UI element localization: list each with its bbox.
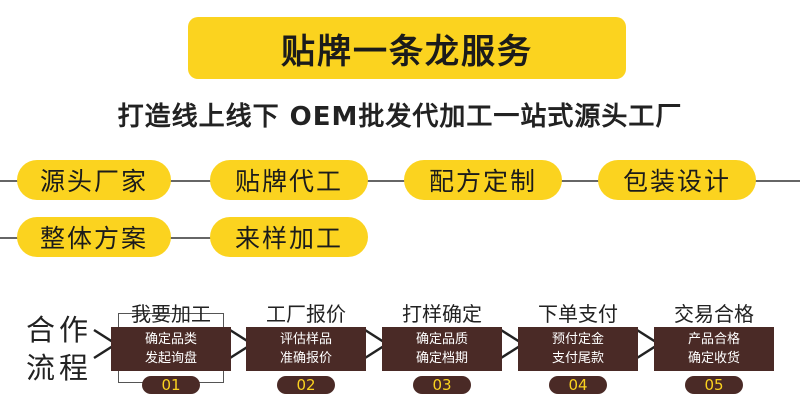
flow-step-2: 工厂报价 评估样品 准确报价 02 bbox=[246, 301, 366, 394]
flow-step-5: 交易合格 产品合格 确定收货 05 bbox=[654, 301, 774, 394]
step-line: 确定品质 bbox=[415, 332, 468, 347]
step-number-badge: 02 bbox=[277, 376, 335, 394]
step-description: 产品合格 确定收货 bbox=[654, 327, 774, 371]
step-title: 下单支付 bbox=[538, 302, 618, 326]
step-title: 工厂报价 bbox=[266, 302, 346, 326]
step-number-badge: 01 bbox=[142, 376, 200, 394]
step-number-badge: 03 bbox=[413, 376, 471, 394]
flow-label: 合作 流程 bbox=[26, 311, 92, 387]
step-line: 预付定金 bbox=[551, 332, 604, 347]
service-pill-sample: 来样加工 bbox=[210, 217, 368, 257]
service-pill-oem: 贴牌代工 bbox=[210, 160, 368, 200]
step-line: 产品合格 bbox=[687, 332, 740, 347]
step-title: 交易合格 bbox=[674, 302, 754, 326]
title-banner: 贴牌一条龙服务 bbox=[188, 17, 626, 79]
page-title: 贴牌一条龙服务 bbox=[281, 31, 533, 72]
service-pill-formula: 配方定制 bbox=[404, 160, 562, 200]
step-number-badge: 04 bbox=[549, 376, 607, 394]
step-line: 确定收货 bbox=[687, 351, 740, 366]
services-row2-divider bbox=[0, 237, 366, 239]
flow-label-line2: 流程 bbox=[26, 351, 93, 385]
step-line: 支付尾款 bbox=[551, 351, 604, 366]
step-title: 我要加工 bbox=[131, 302, 211, 326]
service-pill-solution: 整体方案 bbox=[17, 217, 171, 257]
flow-step-3: 打样确定 确定品质 确定档期 03 bbox=[382, 301, 502, 394]
step-title: 打样确定 bbox=[402, 302, 482, 326]
step-description: 评估样品 准确报价 bbox=[246, 327, 366, 371]
flow-step-1: 我要加工 确定品类 发起询盘 01 bbox=[111, 301, 231, 394]
step-description: 确定品质 确定档期 bbox=[382, 327, 502, 371]
step-description: 预付定金 支付尾款 bbox=[518, 327, 638, 371]
step-line: 确定品类 bbox=[144, 332, 197, 347]
services-row1-divider bbox=[0, 180, 800, 182]
step-description: 确定品类 发起询盘 bbox=[111, 327, 231, 371]
step-line: 评估样品 bbox=[279, 332, 332, 347]
service-pill-source-factory: 源头厂家 bbox=[17, 160, 171, 200]
step-line: 发起询盘 bbox=[144, 351, 197, 366]
flow-step-4: 下单支付 预付定金 支付尾款 04 bbox=[518, 301, 638, 394]
flow-label-line1: 合作 bbox=[26, 313, 93, 347]
subtitle: 打造线上线下 OEM批发代加工一站式源头工厂 bbox=[117, 102, 683, 132]
step-line: 确定档期 bbox=[415, 351, 468, 366]
step-number-badge: 05 bbox=[685, 376, 743, 394]
step-line: 准确报价 bbox=[279, 351, 332, 366]
service-pill-packaging: 包装设计 bbox=[598, 160, 756, 200]
